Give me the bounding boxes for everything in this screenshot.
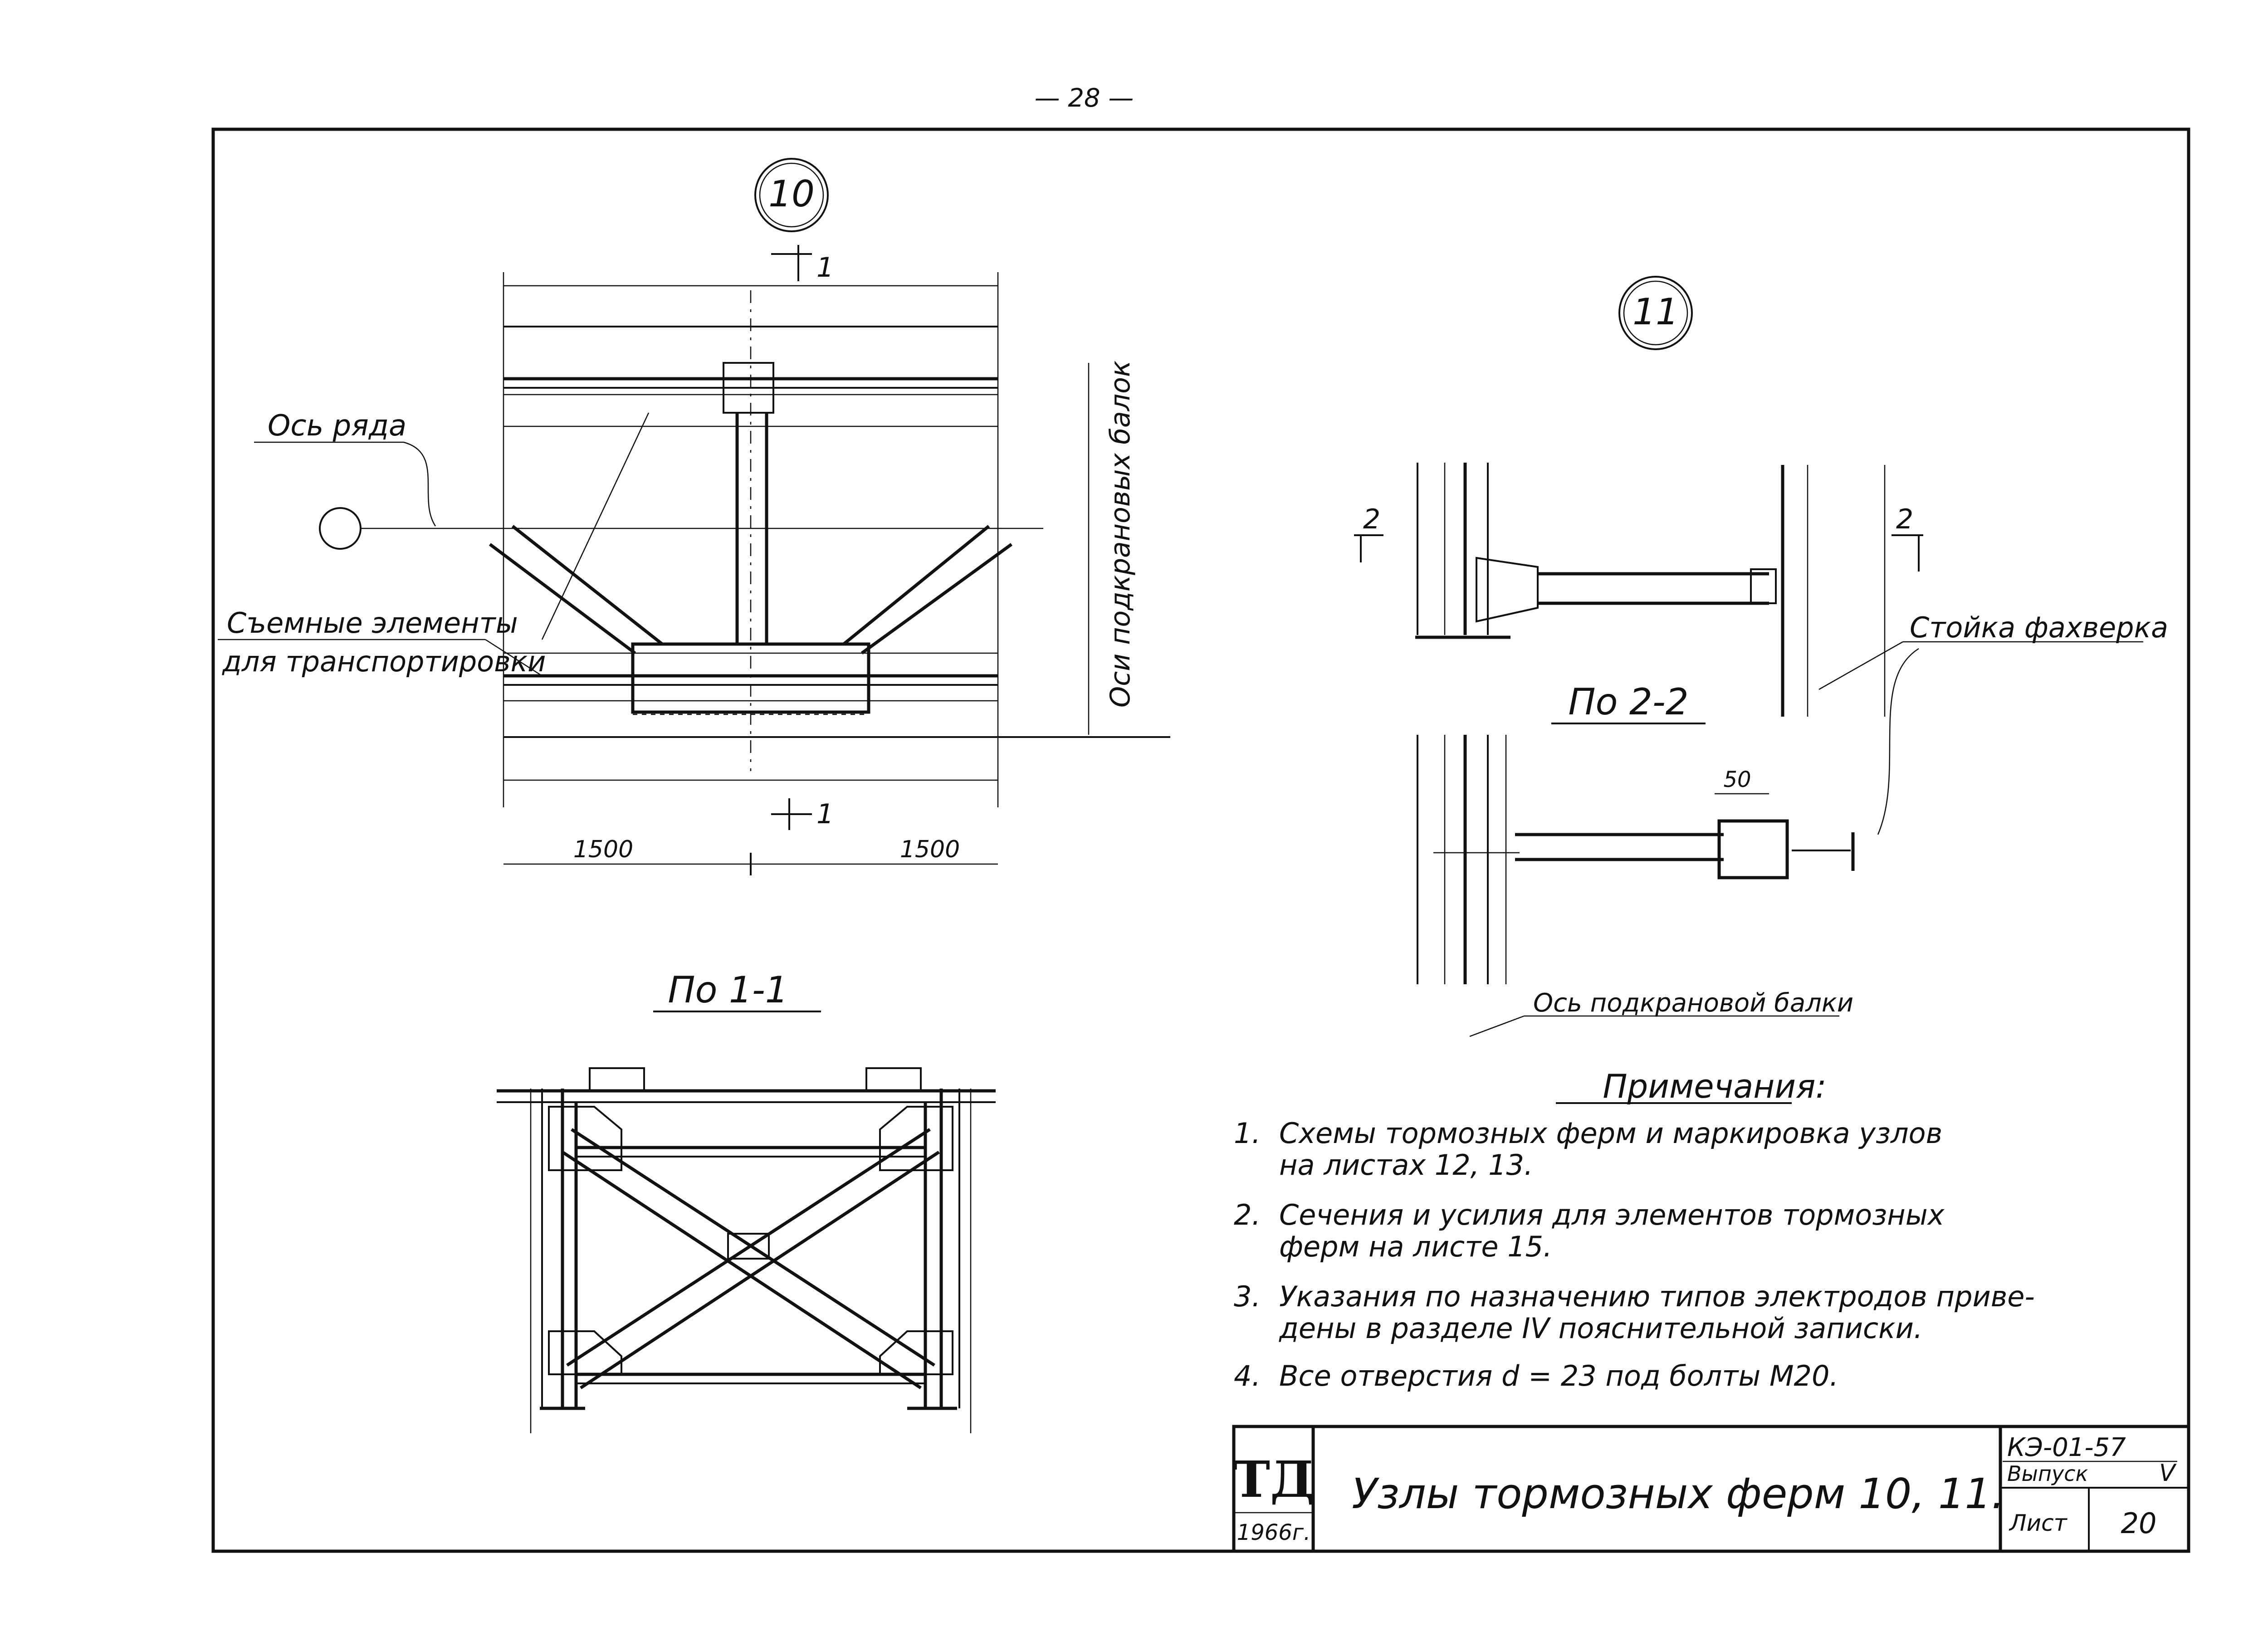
note-3-number: 3. [1234, 1280, 1261, 1313]
section-2-label-right: 2 [1896, 503, 1913, 535]
notes: Примечания: 1. Схемы тормозных ферм и ма… [1234, 1067, 2035, 1392]
title-block-sheet-label: Лист [2009, 1510, 2068, 1536]
title-block-title: Узлы тормозных ферм 10, 11. [1352, 1470, 2004, 1518]
title-block-logo: ТД [1233, 1450, 1315, 1509]
dimension-right-1500: 1500 [900, 836, 960, 863]
dimension-left-1500: 1500 [573, 836, 633, 863]
dimension-50: 50 [1723, 767, 1751, 792]
node-10-marker-circle-inner [759, 162, 824, 228]
note-1-line-2: на листах 12, 13. [1279, 1148, 1533, 1182]
node-11: 11 2 2 Стойка фахверка По 2-2 [1354, 276, 2168, 1037]
axis-row-label: Ось ряда [268, 409, 406, 443]
removable-elements-label-2: для транспортировки [222, 645, 546, 678]
crane-beam-axes-label: Оси подкрановых балок [1105, 361, 1136, 708]
node-11-marker-circle [1618, 276, 1693, 350]
section-1-1-title: По 1-1 [668, 969, 788, 1011]
title-block: ТД 1966г. Узлы тормозных ферм 10, 11. КЭ… [1232, 1425, 2190, 1553]
title-block-issue-label: Выпуск [2007, 1461, 2088, 1486]
section-2-label-left: 2 [1363, 503, 1380, 535]
section-1-label-bottom: 1 [816, 798, 834, 830]
section-1-label-top: 1 [816, 252, 834, 283]
page-number: — 28 — [1035, 83, 1134, 113]
section-1-1: По 1-1 [497, 969, 996, 1433]
node-11-marker-circle-inner [1623, 280, 1688, 346]
note-4-number: 4. [1234, 1359, 1261, 1392]
note-2-number: 2. [1234, 1198, 1261, 1231]
title-block-issue-value: V [2159, 1460, 2177, 1487]
note-1-line-1: Схемы тормозных ферм и маркировка узлов [1279, 1117, 1942, 1150]
notes-title: Примечания: [1603, 1067, 1826, 1105]
note-4-line-1: Все отверстия d = 23 под болты М20. [1279, 1359, 1838, 1392]
removable-elements-label-1: Съемные элементы [227, 606, 518, 640]
post-label: Стойка фахверка [1910, 611, 2168, 644]
note-3-line-2: дены в разделе IV пояснительной записки. [1279, 1312, 1923, 1345]
title-block-code: КЭ-01-57 [2007, 1433, 2126, 1462]
note-1-number: 1. [1234, 1117, 1261, 1150]
node-10-marker-circle [754, 158, 829, 232]
node-11-marker-label: 11 [1633, 291, 1679, 333]
title-block-year: 1966г. [1237, 1520, 1311, 1545]
note-2-line-1: Сечения и усилия для элементов тормозных [1279, 1198, 1945, 1231]
title-block-sheet-value: 20 [2121, 1507, 2157, 1540]
note-3-line-1: Указания по назначению типов электродов … [1279, 1280, 2035, 1313]
node-10-marker-label: 10 [768, 173, 815, 215]
section-2-2-title: По 2-2 [1568, 681, 1688, 723]
sheet-frame [211, 127, 2190, 1553]
crane-beam-axis-label: Ось подкрановой балки [1533, 988, 1853, 1018]
node-10-plan: 10 1 [218, 158, 1170, 875]
note-2-line-2: ферм на листе 15. [1279, 1230, 1552, 1263]
